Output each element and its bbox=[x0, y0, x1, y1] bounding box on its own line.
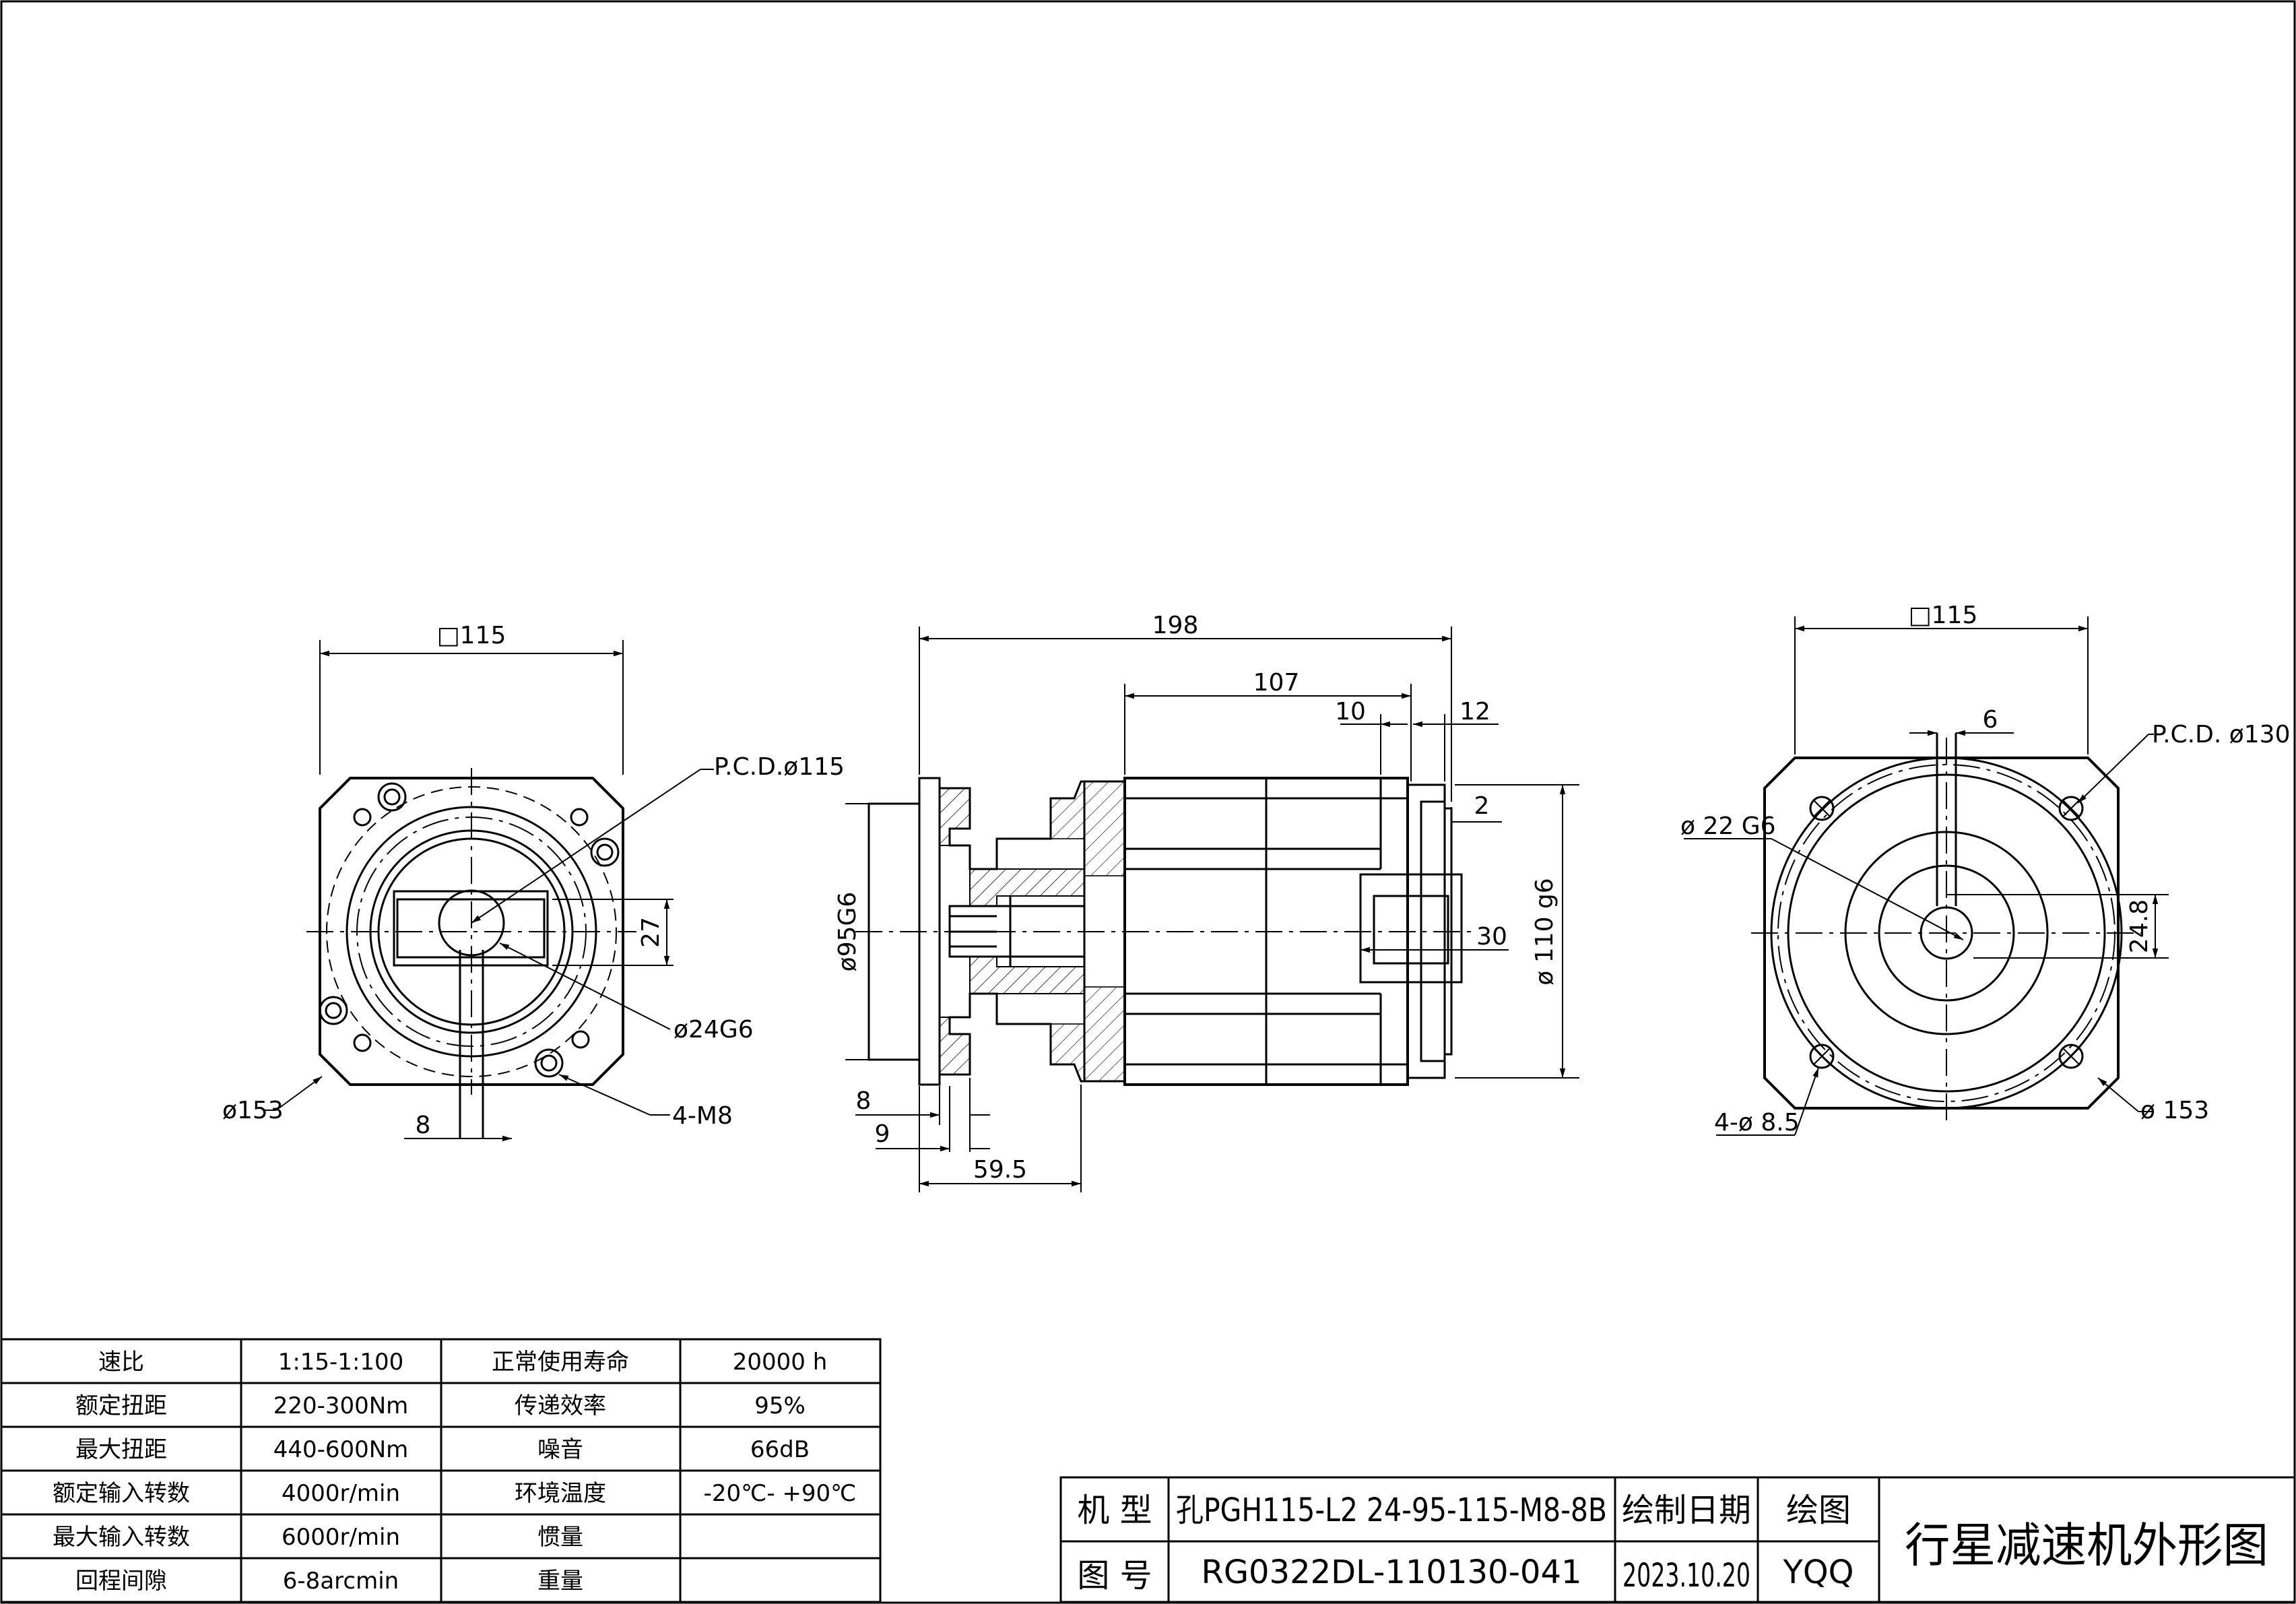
spec-key-ratio: 速比 bbox=[98, 1349, 144, 1376]
left-key-width-dim: 8 bbox=[416, 1112, 431, 1139]
right-bore-label: ø 22 G6 bbox=[1680, 812, 1776, 840]
spec-val-life: 20000 h bbox=[733, 1349, 828, 1376]
title-date-label: 绘制日期 bbox=[1622, 1491, 1751, 1529]
left-flange-dia-label: ø153 bbox=[222, 1097, 284, 1124]
side-d59-dim: 59.5 bbox=[973, 1156, 1027, 1184]
spec-val-efficiency: 95% bbox=[754, 1392, 806, 1419]
side-d12-dim: 12 bbox=[1459, 698, 1490, 726]
spec-key-ambient-temp: 环境温度 bbox=[515, 1480, 606, 1507]
title-drawing-no-value: RG0322DL-110130-041 bbox=[1201, 1553, 1581, 1591]
spec-table: 速比 1:15-1:100 正常使用寿命 20000 h 额定扭距 220-30… bbox=[0, 1338, 882, 1603]
right-holes-label: 4-ø 8.5 bbox=[1714, 1109, 1800, 1136]
spec-key-noise: 噪音 bbox=[537, 1436, 583, 1463]
title-drawing-no-label: 图 号 bbox=[1077, 1557, 1152, 1595]
spec-key-inertia: 惯量 bbox=[537, 1524, 583, 1551]
title-date-value: 2023.10.20 bbox=[1622, 1557, 1750, 1595]
side-body-length-dim: 107 bbox=[1253, 669, 1300, 697]
side-view: 198 107 10 12 2 30 ø 110 g6 ø95G6 bbox=[834, 612, 1579, 1192]
drawing-title: 行星减速机外形图 bbox=[1905, 1518, 2268, 1573]
right-flange-dia-label: ø 153 bbox=[2140, 1097, 2209, 1124]
spec-val-rated-speed: 4000r/min bbox=[282, 1480, 400, 1507]
title-drawer-value: YQQ bbox=[1783, 1553, 1854, 1591]
right-key-height-dim: 24.8 bbox=[2126, 899, 2153, 953]
spec-val-max-torque: 440-600Nm bbox=[273, 1436, 409, 1463]
spec-val-ratio: 1:15-1:100 bbox=[278, 1349, 404, 1376]
right-square-dim: □115 bbox=[1909, 602, 1978, 629]
spec-key-weight: 重量 bbox=[537, 1568, 583, 1595]
right-pcd-label: P.C.D. ø130 bbox=[2152, 721, 2290, 748]
title-block: 机 型 孔PGH115-L2 24-95-115-M8-8B 绘制日期 绘图 图… bbox=[1059, 1476, 2296, 1603]
spec-val-ambient-temp: -20℃- +90℃ bbox=[704, 1480, 857, 1507]
spec-key-life: 正常使用寿命 bbox=[492, 1349, 629, 1376]
left-holes-label: 4-M8 bbox=[672, 1102, 733, 1130]
side-shaft-dia-dim: ø 110 g6 bbox=[1531, 878, 1559, 985]
title-drawer-label: 绘图 bbox=[1786, 1491, 1851, 1529]
left-key-height-dim: 27 bbox=[637, 917, 665, 948]
spec-key-rated-speed: 额定输入转数 bbox=[53, 1480, 190, 1507]
title-model-value: 孔PGH115-L2 24-95-115-M8-8B bbox=[1176, 1491, 1607, 1529]
spec-val-max-speed: 6000r/min bbox=[282, 1524, 400, 1551]
spec-val-noise: 66dB bbox=[750, 1436, 810, 1463]
side-d10-dim: 10 bbox=[1335, 698, 1366, 726]
side-d9-dim: 9 bbox=[875, 1120, 890, 1148]
spec-val-rated-torque: 220-300Nm bbox=[273, 1392, 409, 1419]
left-square-dim: □115 bbox=[437, 622, 506, 649]
title-model-label: 机 型 bbox=[1077, 1491, 1152, 1529]
right-view: □115 6 24.8 P.C.D. ø130 ø 22 G6 4-ø 8.5 … bbox=[1680, 602, 2290, 1136]
right-key-width-dim: 6 bbox=[1983, 706, 1998, 734]
spec-key-efficiency: 传递效率 bbox=[515, 1392, 606, 1419]
left-bore-label: ø24G6 bbox=[674, 1016, 754, 1044]
side-overall-length-dim: 198 bbox=[1152, 612, 1199, 639]
spec-key-max-torque: 最大扭距 bbox=[75, 1436, 167, 1463]
side-d2-dim: 2 bbox=[1474, 792, 1490, 820]
spec-key-backlash: 回程间隙 bbox=[75, 1568, 167, 1595]
side-pilot-dia-dim: ø95G6 bbox=[834, 892, 861, 972]
side-d30-dim: 30 bbox=[1476, 923, 1507, 951]
side-d8-dim: 8 bbox=[856, 1087, 872, 1115]
left-pcd-label: P.C.D.ø115 bbox=[714, 753, 845, 781]
spec-key-rated-torque: 额定扭距 bbox=[75, 1392, 167, 1419]
spec-val-backlash: 6-8arcmin bbox=[283, 1568, 399, 1595]
left-view: □115 27 8 P.C.D.ø115 ø24G6 4-M8 ø153 bbox=[222, 622, 845, 1142]
spec-key-max-speed: 最大输入转数 bbox=[53, 1524, 190, 1551]
